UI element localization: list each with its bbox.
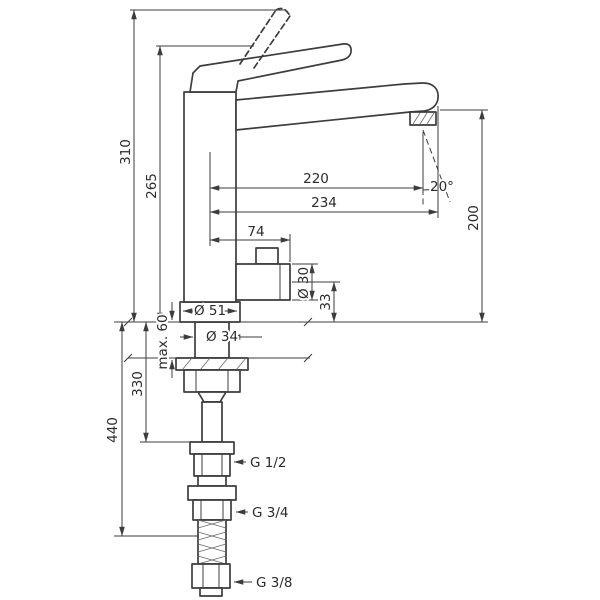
dim-d51: Ø 51 [182,301,238,321]
connector-g34 [187,485,237,521]
faucet-spout [235,82,439,131]
faucet-handle [189,43,352,93]
interconnect-pipe [197,475,227,487]
dim-234: 234 [209,106,439,218]
dim-d30-label: Ø 30 [296,267,312,299]
dim-440: 440 [103,321,198,537]
dim-200-label: 200 [466,205,482,231]
dim-33: 33 [292,281,340,323]
dim-310: 310 [116,9,284,323]
dim-angle-label: 20° [430,179,454,195]
water-stream-angle: 20° [422,129,456,206]
thread-g34-label: G 3/4 [252,505,288,521]
dim-234-label: 234 [311,195,337,211]
label-g38: G 3/8 [233,573,294,593]
aerator [409,111,437,126]
dim-220-label: 220 [303,171,329,187]
dim-440-label: 440 [105,417,121,443]
mounting-flange [175,357,249,371]
label-g12: G 1/2 [233,453,288,473]
dim-74-label: 74 [247,224,264,240]
dim-max60-label: max. 60 [155,314,171,369]
dim-200: 200 [312,109,488,323]
connector-g12 [189,441,235,477]
label-g34: G 3/4 [235,503,290,523]
thread-g38-label: G 3/8 [256,575,292,591]
dim-330-label: 330 [130,371,146,397]
connector-g38 [191,563,231,597]
handle-alt-position [239,7,291,69]
dim-d51-label: Ø 51 [194,303,226,319]
supply-pipe [201,401,223,443]
braided-hose [197,519,227,565]
dim-d30: Ø 30 [292,263,318,301]
dim-74: 74 [209,222,291,262]
dim-d34-label: Ø 34 [206,329,238,345]
mounting-nut [183,369,241,403]
dim-265-label: 265 [144,173,160,199]
dim-max60: max. 60 [153,302,175,378]
dim-265: 265 [142,45,254,323]
thread-g12-label: G 1/2 [250,455,286,471]
side-outlet-valve [235,247,291,301]
dim-310-label: 310 [118,139,134,165]
dim-d34: Ø 34 [180,327,262,347]
dim-220: 220 [209,132,424,246]
dim-33-label: 33 [318,293,334,310]
dim-330: 330 [128,321,190,443]
